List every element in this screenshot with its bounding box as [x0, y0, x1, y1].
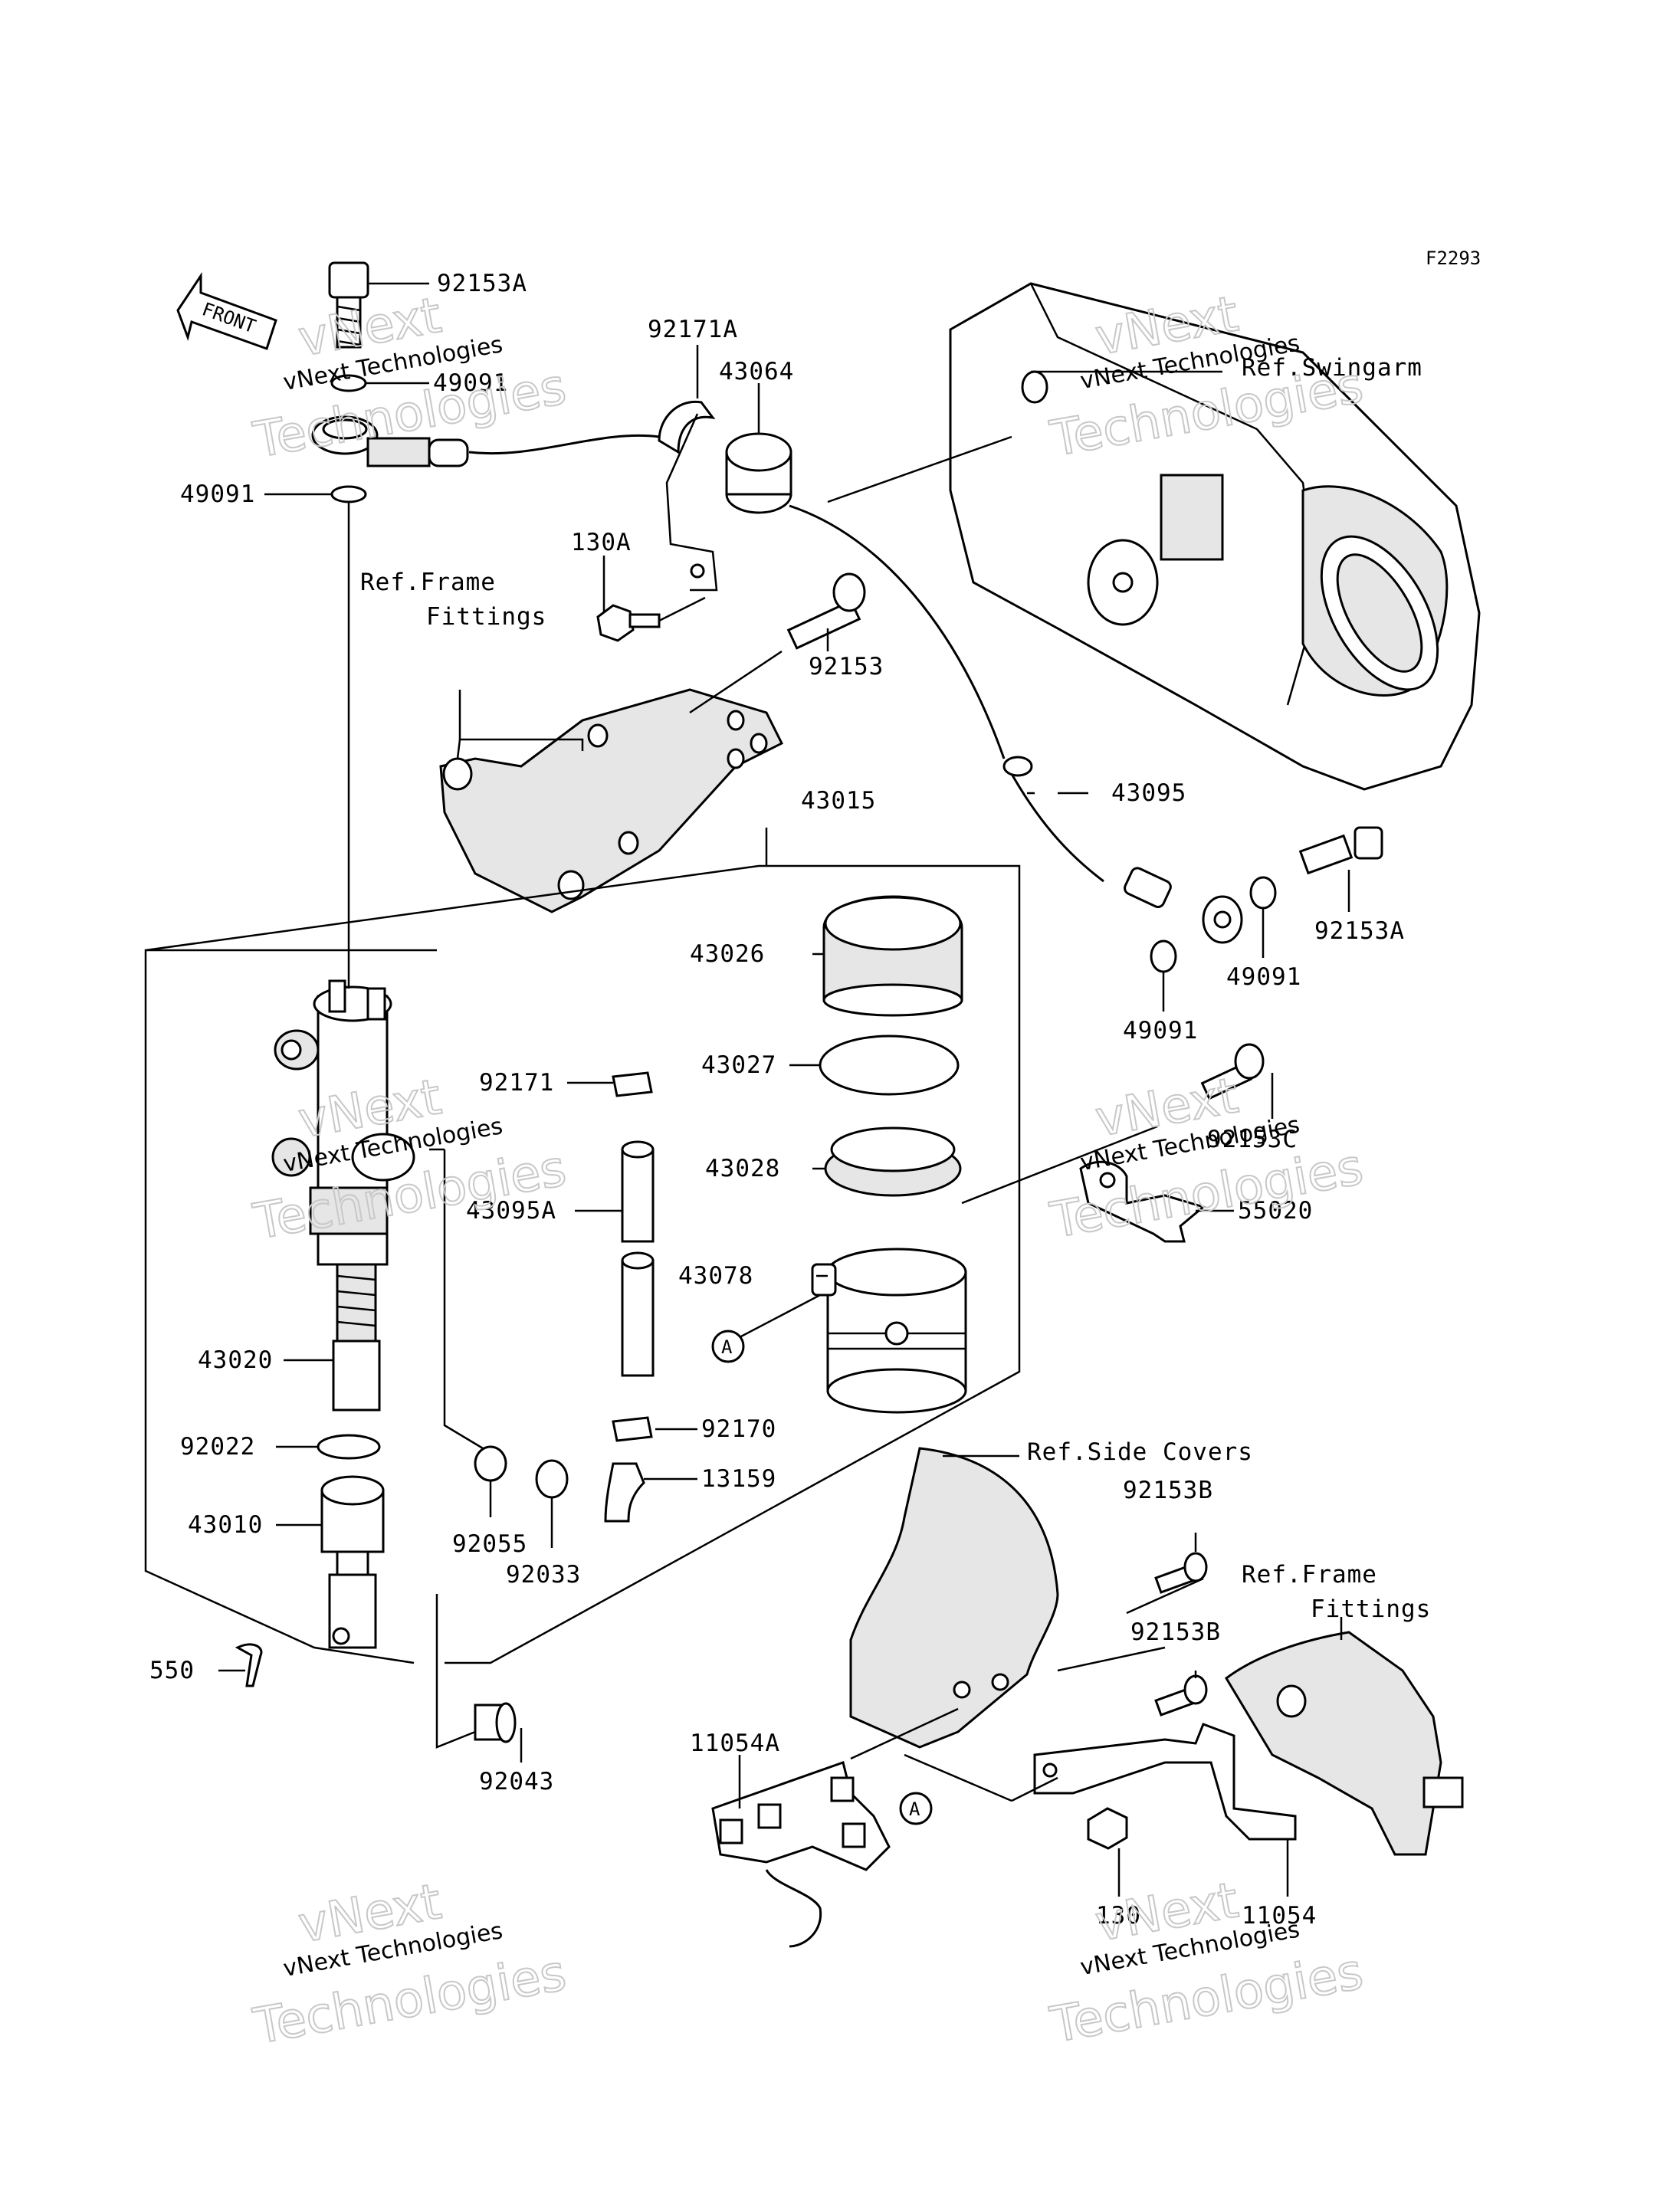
label-92153B-a: 92153B [1123, 1477, 1213, 1504]
label-92043: 92043 [479, 1768, 554, 1795]
label-11054A: 11054A [690, 1730, 780, 1757]
marker-a-upper: A [711, 1330, 745, 1363]
frame-bracket-lower [1225, 1631, 1464, 1856]
bracket-55020 [1079, 1160, 1206, 1243]
label-92153B-b: 92153B [1130, 1618, 1221, 1646]
label-49091-b: 49091 [180, 480, 255, 508]
marker-a-lower: A [899, 1792, 933, 1825]
label-43078: 43078 [678, 1262, 753, 1290]
label-92153A-top: 92153A [437, 270, 527, 297]
label-ref-swingarm: Ref.Swingarm [1242, 354, 1422, 382]
label-130A: 130A [571, 529, 632, 556]
washer-49091-top [330, 374, 367, 392]
label-92033: 92033 [506, 1561, 581, 1589]
bracket-11054 [1033, 1723, 1297, 1841]
front-arrow-icon: FRONT [176, 272, 277, 350]
watermark-bottom-left: vNext vNext Technologies Technologies [248, 1873, 571, 2057]
watermark-mid-right: vNext vNext Technologies Technologies [1045, 1067, 1368, 1251]
leader-lines [144, 282, 1350, 1897]
label-11054: 11054 [1242, 1902, 1317, 1930]
circlip-92022 [317, 1434, 381, 1460]
circlip-92033 [535, 1459, 569, 1499]
label-550: 550 [149, 1657, 195, 1684]
bracket-11054A [711, 1761, 891, 1948]
reservoir-43078 [811, 1248, 967, 1414]
svg-text:A: A [721, 1336, 733, 1358]
label-92153: 92153 [809, 653, 884, 680]
label-43028: 43028 [705, 1155, 780, 1182]
label-130: 130 [1096, 1902, 1141, 1930]
pin-92043 [474, 1702, 517, 1743]
elbow-13159 [604, 1462, 645, 1523]
reservoir-cap-43026 [822, 895, 963, 1017]
plate-43027 [819, 1035, 960, 1096]
pushrod-43010 [320, 1475, 385, 1649]
frame-bracket-upper [439, 688, 784, 913]
label-ref-frame-2b: Fittings [1311, 1595, 1431, 1623]
label-92055: 92055 [452, 1530, 527, 1558]
label-92153C: 92153C [1207, 1126, 1298, 1153]
label-13159: 13159 [701, 1465, 776, 1493]
bolt-92153 [786, 572, 866, 650]
washer-49091-lower [330, 485, 367, 503]
clip-92171 [612, 1071, 653, 1097]
label-ref-frame-1b: Fittings [426, 603, 546, 631]
hose-43095A [621, 1140, 655, 1377]
swingarm [949, 282, 1481, 791]
watermark-top-left: vNext vNext Technologies Technologies [248, 287, 571, 471]
banjo-fitting [311, 415, 469, 467]
side-cover [849, 1447, 1059, 1749]
label-92153A-right: 92153A [1314, 917, 1405, 945]
label-43026: 43026 [690, 940, 765, 968]
label-55020: 55020 [1238, 1197, 1313, 1225]
label-92171: 92171 [479, 1069, 554, 1097]
svg-text:A: A [909, 1799, 920, 1820]
diaphragm-43028 [824, 1126, 962, 1197]
bolt-92153A-top [328, 261, 369, 349]
label-92022: 92022 [180, 1433, 255, 1461]
label-43095A: 43095A [466, 1197, 556, 1225]
label-ref-frame-2: Ref.Frame [1242, 1561, 1377, 1589]
label-92171A: 92171A [648, 316, 738, 343]
label-ref-side-covers: Ref.Side Covers [1027, 1438, 1253, 1466]
label-43095: 43095 [1111, 779, 1186, 807]
label-ref-frame-1: Ref.Frame [360, 569, 496, 596]
label-49091-c: 49091 [1226, 963, 1301, 991]
label-43015: 43015 [801, 787, 876, 815]
label-43020: 43020 [198, 1346, 273, 1374]
hose-43095 [789, 504, 1243, 944]
clip-92170 [612, 1416, 653, 1442]
washer-49091-d [1150, 939, 1177, 973]
o-ring-92055 [474, 1445, 507, 1482]
spring-43020 [332, 1263, 381, 1412]
bolt-92153B-a [1154, 1552, 1208, 1594]
clamp-92171A [658, 400, 718, 592]
label-43027: 43027 [701, 1051, 776, 1079]
hose-top [468, 434, 660, 455]
figure-code: F2293 [1426, 248, 1481, 269]
bolt-130A [596, 604, 661, 642]
label-43010: 43010 [188, 1511, 263, 1539]
watermark-bottom-right: vNext vNext Technologies Technologies [1045, 1871, 1368, 2055]
part-labels: 92153A 49091 49091 92171A 43064 130A 921… [149, 270, 1431, 1930]
label-43064: 43064 [719, 358, 794, 385]
cotter-pin-550 [235, 1643, 263, 1687]
master-cylinder-body [271, 979, 415, 1266]
label-92170: 92170 [701, 1415, 776, 1443]
washer-49091-c [1249, 876, 1277, 910]
bolt-92153B-b [1154, 1674, 1208, 1717]
grommet-43064 [725, 432, 792, 514]
nut-130 [1087, 1807, 1128, 1850]
label-49091-d: 49091 [1123, 1017, 1198, 1044]
bolt-92153A-right [1298, 826, 1383, 875]
label-49091-a: 49091 [433, 369, 508, 397]
bolt-92153C [1200, 1043, 1265, 1100]
